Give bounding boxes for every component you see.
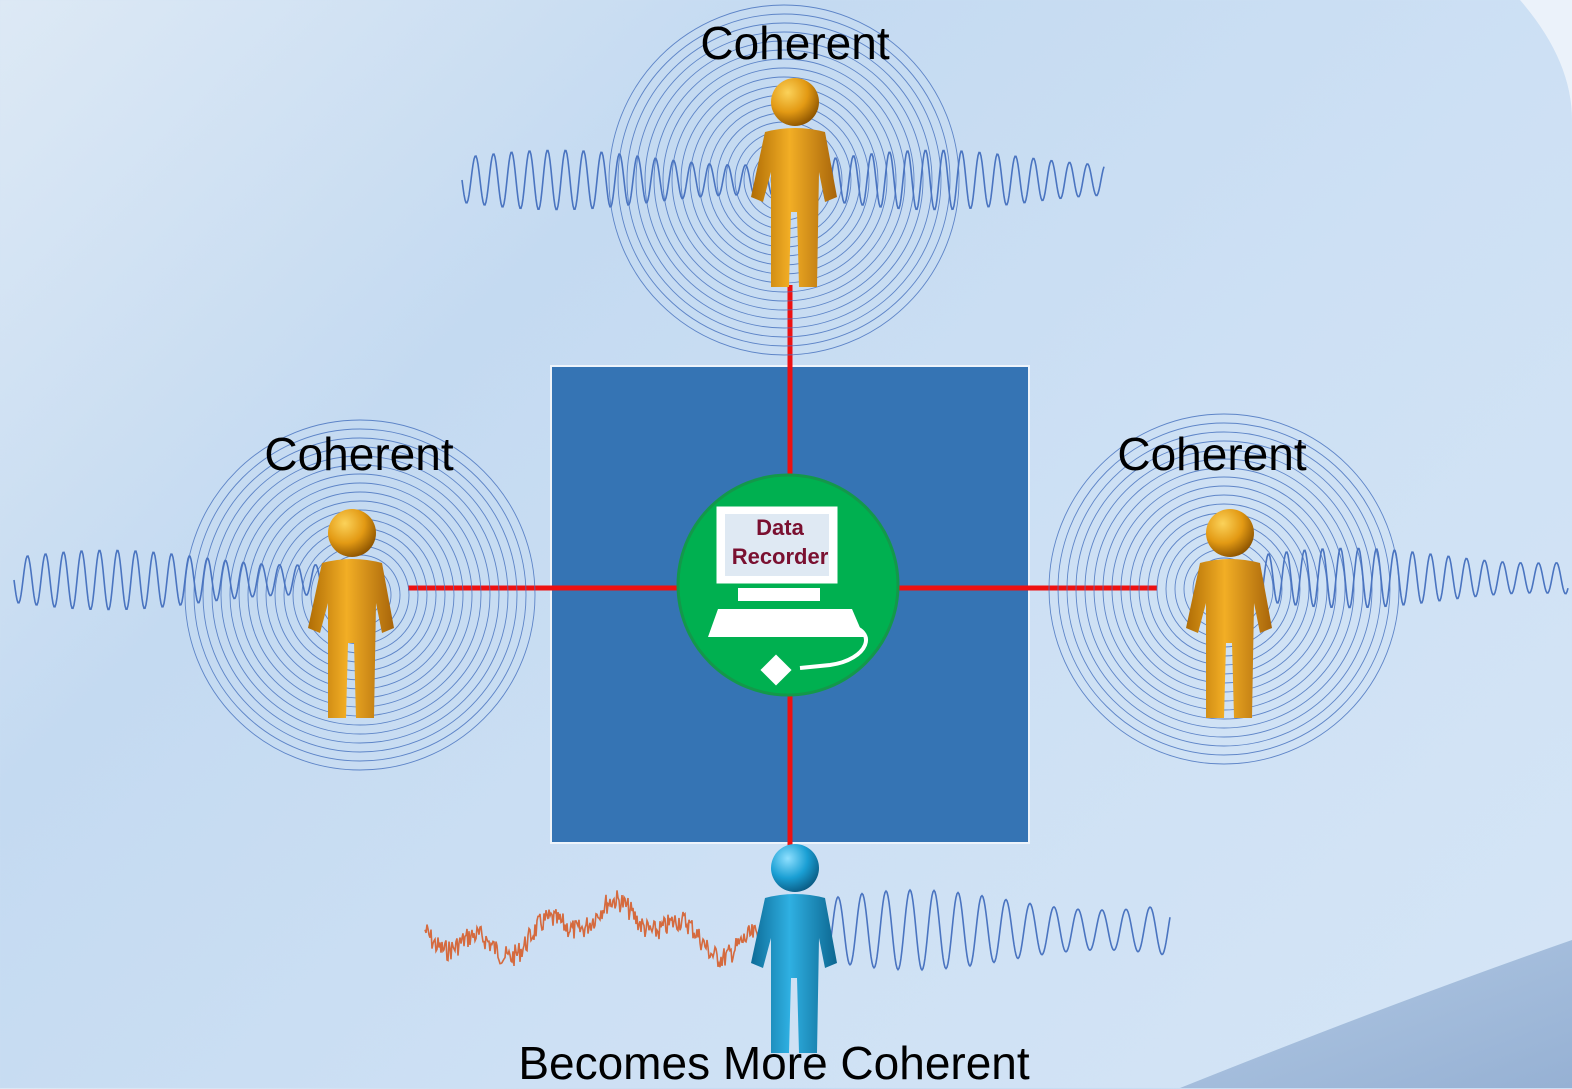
field-ring bbox=[1084, 449, 1364, 729]
recorder-label: Data Recorder bbox=[724, 513, 836, 571]
background-corner bbox=[1180, 940, 1572, 1088]
field-ring bbox=[1048, 413, 1400, 765]
person-head bbox=[1206, 509, 1254, 557]
connectors bbox=[408, 285, 1157, 850]
field-ring bbox=[211, 446, 509, 744]
field-ring bbox=[671, 67, 897, 293]
label-left: Coherent bbox=[264, 428, 454, 480]
person-head bbox=[771, 78, 819, 126]
field-ring bbox=[220, 455, 500, 735]
wave-left bbox=[13, 549, 331, 611]
label-top: Coherent bbox=[700, 17, 890, 69]
person-right bbox=[1186, 509, 1272, 718]
person-body bbox=[1186, 559, 1272, 718]
field-ring bbox=[617, 13, 951, 347]
field-ring bbox=[193, 428, 527, 762]
field-ring bbox=[662, 58, 906, 302]
person-receiver bbox=[751, 844, 837, 1053]
field-ring bbox=[1057, 422, 1391, 756]
person-body bbox=[751, 128, 837, 287]
background-swoosh bbox=[1520, 0, 1572, 120]
field-ring bbox=[1066, 431, 1382, 747]
field-ring bbox=[653, 49, 915, 311]
recorder-label-line2: Recorder bbox=[731, 544, 829, 569]
field-ring bbox=[1093, 458, 1355, 720]
person-head bbox=[771, 844, 819, 892]
field-ring bbox=[608, 4, 960, 356]
field-ring bbox=[644, 40, 924, 320]
field-ring bbox=[1075, 440, 1373, 738]
computer-icon bbox=[708, 506, 868, 686]
field-ring bbox=[202, 437, 518, 753]
label-bottom: Becomes More Coherent bbox=[518, 1037, 1030, 1089]
person-body bbox=[751, 894, 837, 1053]
person-head bbox=[328, 509, 376, 557]
person-top bbox=[751, 78, 837, 287]
wave-bottom-incoherent bbox=[424, 890, 761, 968]
data-recorder bbox=[676, 473, 900, 697]
keyboard bbox=[708, 609, 864, 637]
field-ring bbox=[626, 22, 942, 338]
label-right: Coherent bbox=[1117, 428, 1307, 480]
wave-right bbox=[1254, 547, 1569, 609]
person-body bbox=[308, 559, 394, 718]
mouse-cable bbox=[799, 623, 868, 670]
field-ring bbox=[229, 464, 491, 726]
field-ring bbox=[635, 31, 933, 329]
recorder-label-line1: Data bbox=[756, 515, 804, 540]
wave-bottom-coherent bbox=[819, 888, 1171, 972]
field-ring bbox=[184, 419, 536, 771]
monitor-screen bbox=[725, 514, 829, 576]
people bbox=[308, 78, 1272, 1053]
monitor-stand bbox=[738, 588, 820, 601]
person-left bbox=[308, 509, 394, 718]
